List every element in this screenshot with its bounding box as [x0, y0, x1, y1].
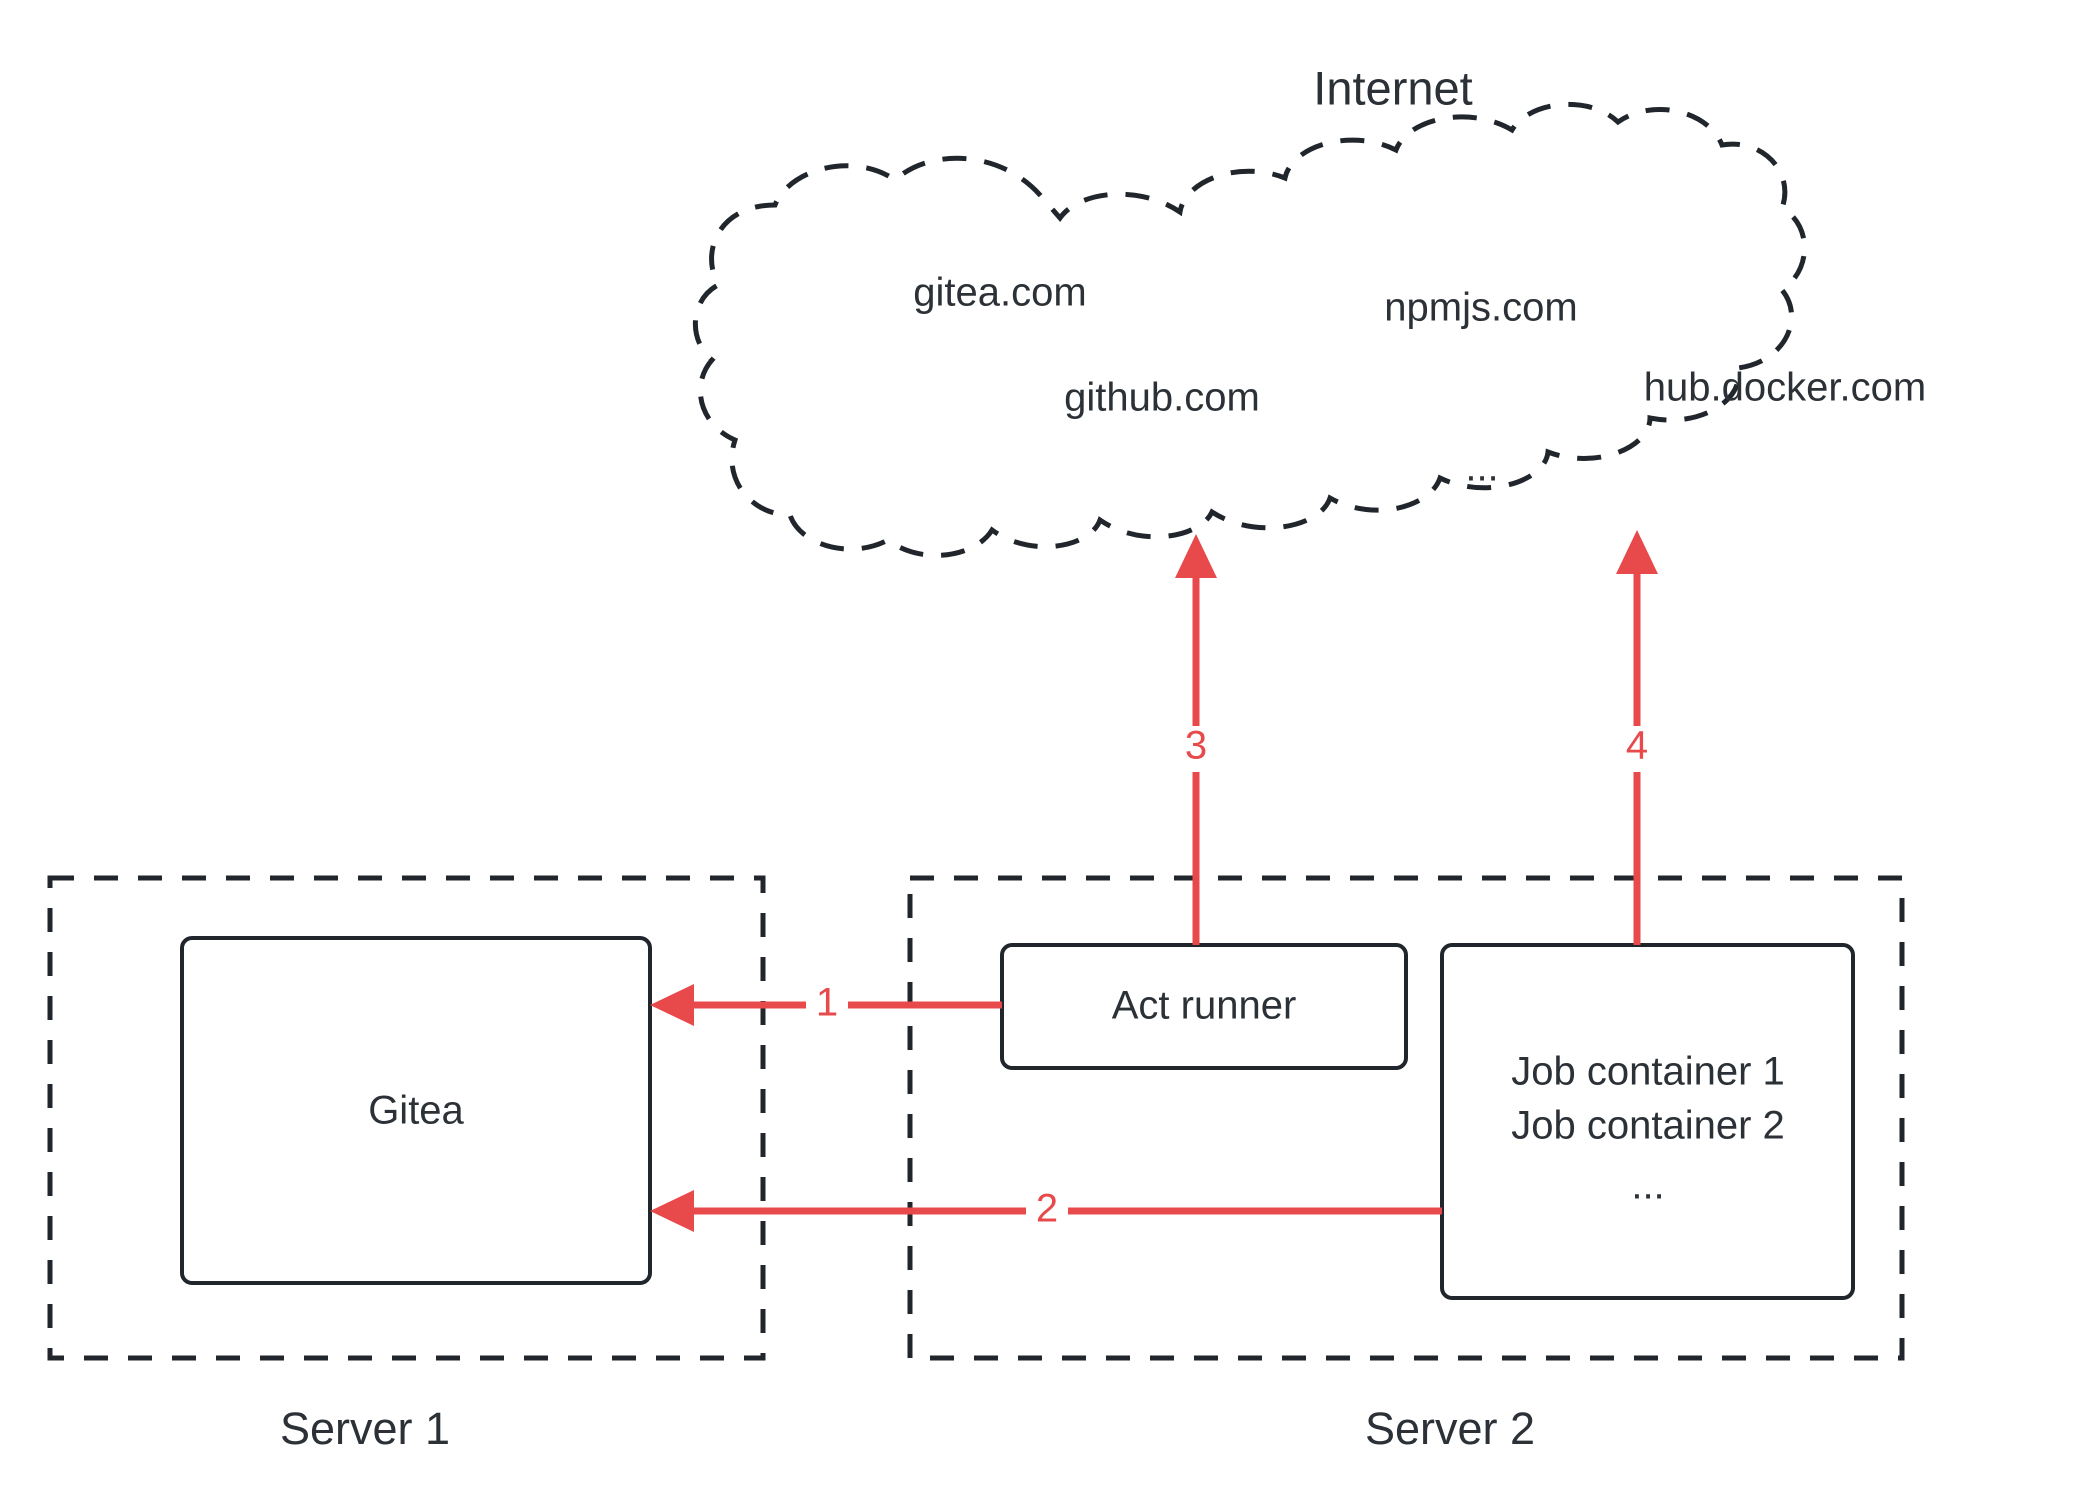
flow-4-arrowhead: [1616, 530, 1658, 574]
server-2-caption: Server 2: [1365, 1403, 1535, 1454]
flow-1-label-backdrop: [806, 982, 848, 1028]
cloud-label-ellipsis: ...: [1465, 446, 1498, 490]
server-1-caption: Server 1: [280, 1403, 450, 1454]
flow-3-label-backdrop: [1176, 726, 1218, 772]
flow-1-number: 1: [816, 981, 838, 1025]
flow-2-label-backdrop: [1026, 1188, 1068, 1234]
cloud-label-gitea-com: gitea.com: [913, 271, 1086, 315]
node-job-containers-ellipsis: ...: [1631, 1164, 1664, 1208]
node-gitea[interactable]: [180, 936, 652, 1285]
node-job-container-2-label: Job container 2: [1511, 1104, 1785, 1148]
server-1-region: [47, 875, 766, 1361]
cloud-label-npmjs-com: npmjs.com: [1384, 286, 1577, 330]
internet-cloud-shape: [692, 101, 1807, 558]
flow-2-arrowhead: [650, 1190, 694, 1232]
node-job-container-1-label: Job container 1: [1511, 1050, 1785, 1094]
diagram-title: Internet: [1313, 61, 1472, 114]
flow-1-arrowhead: [650, 984, 694, 1026]
node-gitea-label: Gitea: [368, 1089, 464, 1133]
server-2-region: [907, 875, 1905, 1361]
flow-2-number: 2: [1036, 1187, 1058, 1231]
node-job-containers[interactable]: [1440, 943, 1855, 1300]
flow-3-number: 3: [1185, 724, 1207, 768]
flow-3-arrowhead: [1175, 534, 1217, 578]
flow-4-number: 4: [1626, 724, 1648, 768]
node-act-runner-label: Act runner: [1112, 984, 1297, 1028]
cloud-label-hub-docker-com: hub.docker.com: [1644, 366, 1926, 410]
flow-4-label-backdrop: [1617, 726, 1659, 772]
cloud-label-github-com: github.com: [1064, 376, 1260, 420]
